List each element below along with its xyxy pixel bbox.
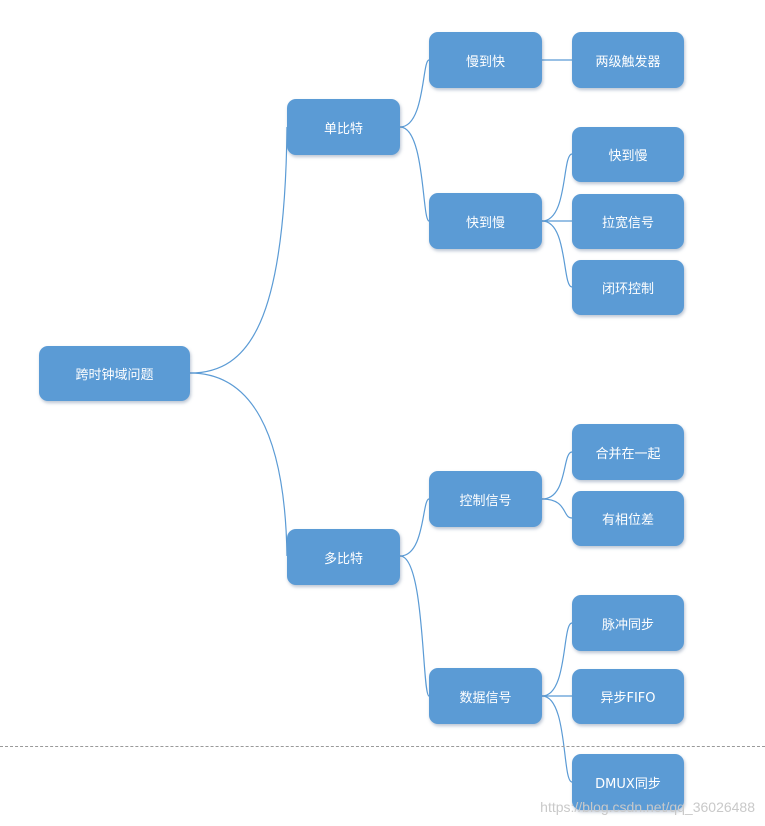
node-fast-to-slow[interactable]: 快到慢 — [429, 193, 542, 249]
node-pulse-sync[interactable]: 脉冲同步 — [572, 595, 684, 651]
node-closed-loop-control[interactable]: 闭环控制 — [572, 260, 684, 315]
link-fast-to-slow-closed-loop — [541, 220, 573, 288]
link-data-dmux — [541, 695, 573, 783]
link-fast-to-slow-leaf — [541, 153, 573, 222]
node-data-signal[interactable]: 数据信号 — [429, 668, 542, 724]
link-control-phase — [541, 498, 573, 519]
link-multi-control — [399, 498, 430, 557]
node-single-bit[interactable]: 单比特 — [287, 99, 400, 155]
node-root[interactable]: 跨时钟域问题 — [39, 346, 190, 401]
node-dmux-sync[interactable]: DMUX同步 — [572, 754, 684, 810]
link-root-multi-bit — [189, 372, 288, 557]
node-phase-offset[interactable]: 有相位差 — [572, 491, 684, 546]
node-multi-bit[interactable]: 多比特 — [287, 529, 400, 585]
node-two-stage-flip-flop[interactable]: 两级触发器 — [572, 32, 684, 88]
node-control-signal[interactable]: 控制信号 — [429, 471, 542, 527]
link-control-merge — [541, 451, 573, 500]
link-multi-data — [399, 555, 430, 697]
link-single-fast-to-slow — [399, 126, 430, 222]
node-slow-to-fast[interactable]: 慢到快 — [429, 32, 542, 88]
node-widen-signal[interactable]: 拉宽信号 — [572, 194, 684, 249]
link-data-pulse — [541, 622, 573, 697]
node-merge-together[interactable]: 合并在一起 — [572, 424, 684, 480]
link-root-single-bit — [189, 126, 288, 374]
page-break-divider — [0, 746, 765, 747]
node-fast-to-slow-leaf[interactable]: 快到慢 — [572, 127, 684, 182]
link-single-slow-to-fast — [399, 59, 430, 128]
node-async-fifo[interactable]: 异步FIFO — [572, 669, 684, 724]
watermark-text: https://blog.csdn.net/qq_36026488 — [540, 799, 755, 815]
